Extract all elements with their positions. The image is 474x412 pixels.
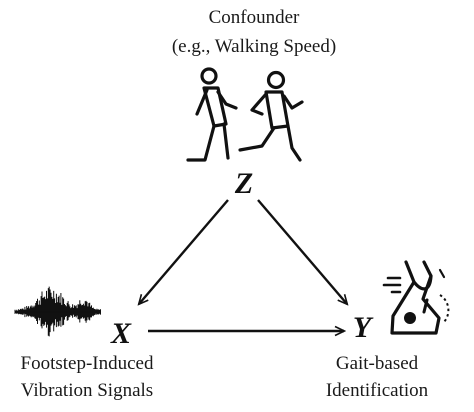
moving-foot-icon	[382, 260, 450, 335]
node-z: Z	[234, 167, 253, 200]
running-person-icon	[238, 70, 304, 162]
walking-person-icon	[186, 67, 238, 162]
edge-z-to-y	[257, 199, 347, 304]
vibration-waveform-icon	[14, 286, 101, 337]
walking-running-people-icon	[186, 67, 304, 162]
cause-label-line1: Footstep-Induced	[21, 353, 154, 374]
cause-label-line2: Vibration Signals	[21, 380, 153, 401]
confounder-example: (e.g., Walking Speed)	[172, 36, 336, 57]
node-x: X	[110, 317, 132, 350]
edge-z-to-x	[139, 199, 229, 304]
effect-label-line2: Identification	[326, 380, 429, 401]
node-y: Y	[353, 311, 374, 344]
confounder-title: Confounder	[209, 7, 300, 28]
effect-label-line1: Gait-based	[336, 353, 419, 374]
